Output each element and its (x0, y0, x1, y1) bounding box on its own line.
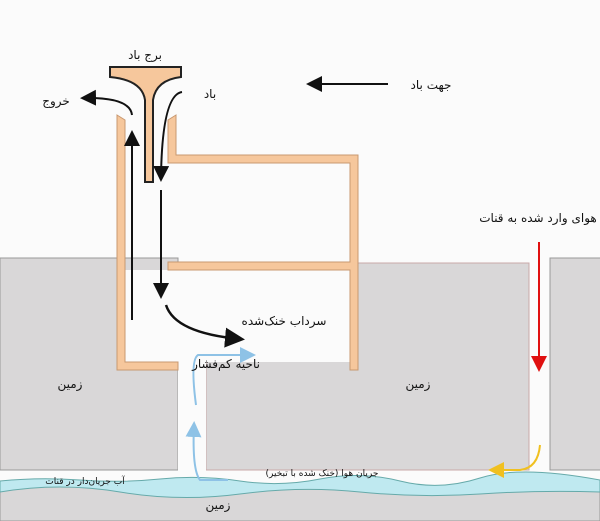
exit-arrow (80, 89, 133, 116)
label-ground-middle: زمین (406, 377, 431, 392)
wind-tower-cap (109, 66, 182, 183)
label-cooled-cellar: سرداب خنک‌شده (242, 314, 327, 329)
ground-right (549, 257, 600, 471)
label-wind-direction: جهت باد (411, 78, 452, 92)
building-walls (116, 114, 359, 371)
label-low-pressure-zone: ناحیه کم‌فشار (191, 357, 260, 372)
label-wind-tower: برج باد (128, 48, 162, 63)
downdraft-arrow (153, 91, 183, 182)
label-wind: باد (204, 87, 216, 101)
cool-air-flow-arrow (185, 421, 228, 481)
warm-air-flow-arrow (488, 444, 541, 478)
label-ground-bottom: زمین (206, 498, 231, 513)
label-air-flow: جریان هوا (خنک شده با تبخیر) (266, 469, 379, 479)
label-flowing-water: آب جریان‌دار در قنات (45, 475, 125, 487)
label-air-into-qanat: هوای وارد شده به قنات (479, 211, 597, 226)
label-ground-left: زمین (58, 377, 83, 392)
qanat-water (0, 471, 600, 499)
cool-air-flow-arrow-upper (192, 347, 256, 406)
cellar-flow-arrow (164, 304, 245, 348)
label-exit: خروج (42, 94, 70, 109)
